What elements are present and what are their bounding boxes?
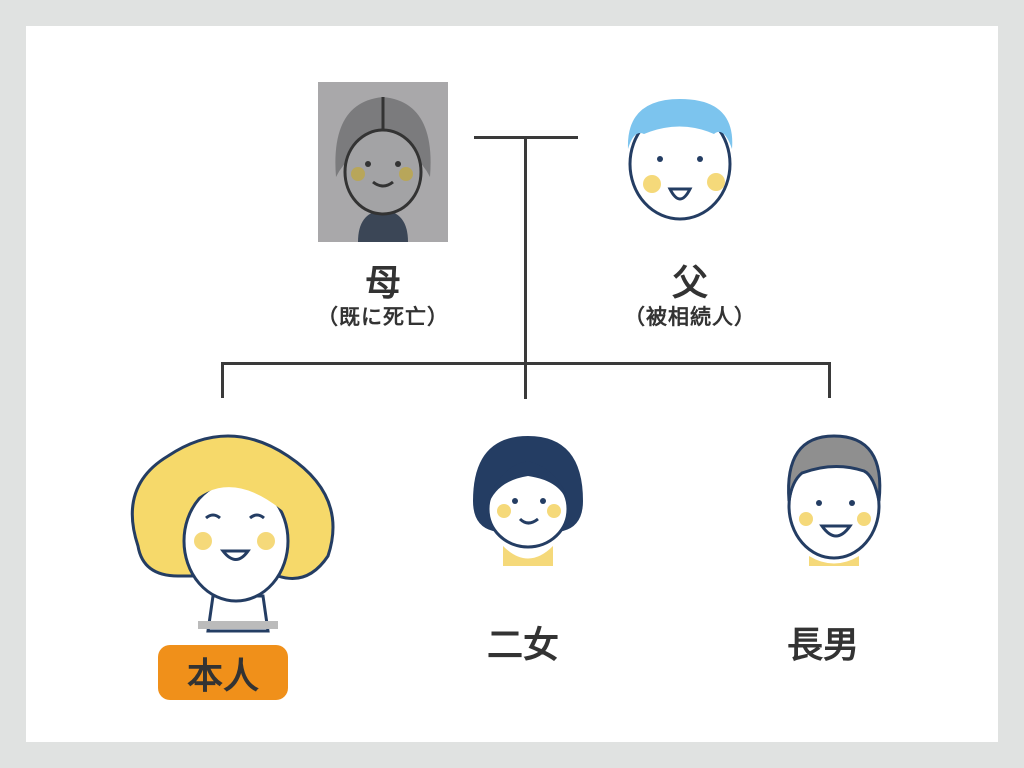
drop-daughter	[524, 362, 527, 398]
father-note: （被相続人）	[624, 305, 756, 329]
second-daughter-portrait	[473, 436, 583, 566]
mother-label: 母	[364, 263, 402, 304]
second-daughter-label: 二女	[486, 625, 560, 666]
drop-son	[828, 362, 831, 398]
drop-self	[221, 362, 224, 398]
self-badge: 本人	[158, 645, 288, 700]
mother-portrait	[318, 82, 448, 242]
father-label: 父	[671, 263, 709, 304]
eldest-son-portrait	[787, 434, 882, 566]
mother-note: （既に死亡）	[317, 305, 449, 329]
eldest-son-label: 長男	[786, 625, 860, 666]
father-portrait	[627, 99, 733, 221]
self-portrait	[130, 434, 335, 633]
trunk-line	[524, 136, 527, 399]
family-tree-diagram: 母 （既に死亡） 父 （被相続人） 本人 二女	[26, 26, 998, 742]
